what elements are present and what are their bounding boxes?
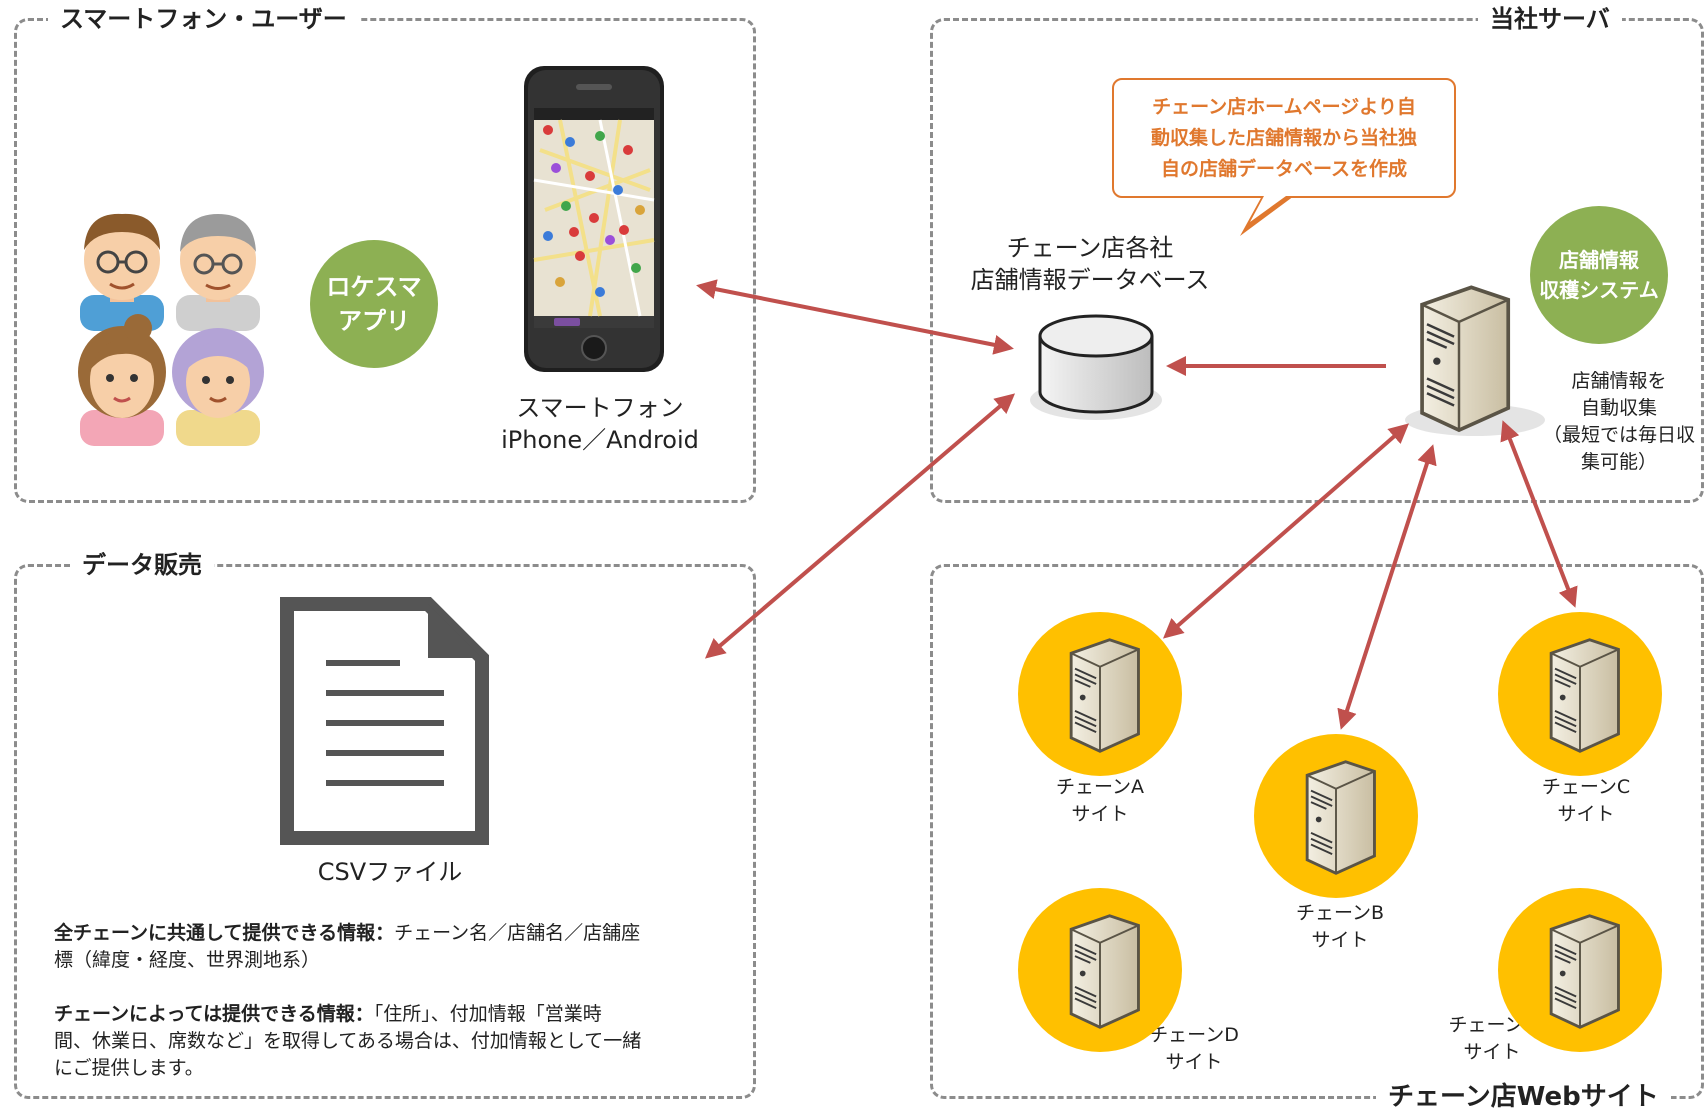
collector-line1: 店舗情報 (1559, 248, 1639, 272)
chain-a-line1: チェーンA (1055, 776, 1145, 798)
smartphone-caption: スマートフォン iPhone／Android (480, 392, 720, 456)
chain-d-label: チェーンD サイト (1114, 1022, 1274, 1076)
optional-info-line3: にご提供します。 (54, 1057, 204, 1079)
chain-web-title: チェーン店Webサイト (1376, 1082, 1671, 1112)
collector-note-line3: （最短では毎日収 (1542, 424, 1695, 446)
callout-note: チェーン店ホームページより自 動収集した店舗情報から当社独 自の店舗データベース… (1112, 78, 1456, 198)
smartphone-caption-line1: スマートフォン (516, 394, 684, 422)
common-info-line1: チェーン名／店舗名／店舗座 (394, 922, 641, 944)
data-sales-title: データ販売 (70, 550, 214, 580)
collector-badge: 店舗情報 収穫システム (1530, 206, 1668, 344)
smartphone-users-title: スマートフォン・ユーザー (48, 4, 359, 34)
chain-d-line2: サイト (1165, 1051, 1223, 1073)
chain-b-line1: チェーンB (1295, 902, 1385, 924)
optional-info-label: チェーンによっては提供できる情報： (54, 1003, 374, 1025)
collector-line2: 収穫システム (1539, 278, 1659, 302)
data-sales-box (14, 564, 756, 1099)
callout-line3: 自の店舗データベースを作成 (1160, 158, 1408, 180)
common-info-line2: 標（緯度・経度、世界測地系） (54, 949, 321, 971)
chain-c-label: チェーンC サイト (1506, 774, 1666, 828)
app-badge-line2: アプリ (338, 307, 410, 335)
app-badge: ロケスマ アプリ (310, 240, 438, 368)
collector-note-line2: 自動収集 (1580, 397, 1657, 419)
csv-caption: CSVファイル (317, 858, 463, 886)
chain-b-label: チェーンB サイト (1260, 900, 1420, 954)
database-caption: チェーン店各社 店舗情報データベース (930, 232, 1250, 296)
chain-c-line1: チェーンC (1541, 776, 1631, 798)
database-caption-line2: 店舗情報データベース (970, 266, 1210, 294)
smartphone-users-box (14, 18, 756, 503)
collector-note-line1: 店舗情報を (1571, 370, 1667, 392)
callout-line2: 動収集した店舗情報から当社独 (1150, 127, 1417, 149)
common-info-label: 全チェーンに共通して提供できる情報： (54, 922, 395, 944)
optional-info-line1: 「住所」、付加情報「営業時 (373, 1003, 602, 1025)
chain-web-box (930, 564, 1704, 1099)
app-badge-line1: ロケスマ (326, 273, 422, 301)
chain-a-line2: サイト (1071, 803, 1129, 825)
callout-line1: チェーン店ホームページより自 (1152, 96, 1416, 118)
chain-c-line2: サイト (1557, 803, 1615, 825)
optional-info-line2: 間、休業日、席数など」を取得してある場合は、付加情報として一緒 (54, 1030, 642, 1052)
chain-e-label: チェーンE サイト (1412, 1012, 1572, 1066)
data-description: 全チェーンに共通して提供できる情報：チェーン名／店舗名／店舗座 標（緯度・経度、… (54, 920, 744, 1082)
chain-b-line2: サイト (1311, 929, 1369, 951)
chain-e-line1: チェーンE (1448, 1014, 1536, 1036)
chain-e-line2: サイト (1463, 1041, 1521, 1063)
smartphone-caption-line2: iPhone／Android (501, 426, 699, 454)
collector-note-line4: 集可能） (1580, 451, 1657, 473)
chain-d-line1: チェーンD (1149, 1024, 1239, 1046)
chain-a-label: チェーンA サイト (1020, 774, 1180, 828)
server-title: 当社サーバ (1478, 4, 1622, 34)
collector-note: 店舗情報を 自動収集 （最短では毎日収 集可能） (1534, 368, 1704, 476)
database-caption-line1: チェーン店各社 (1006, 234, 1174, 262)
